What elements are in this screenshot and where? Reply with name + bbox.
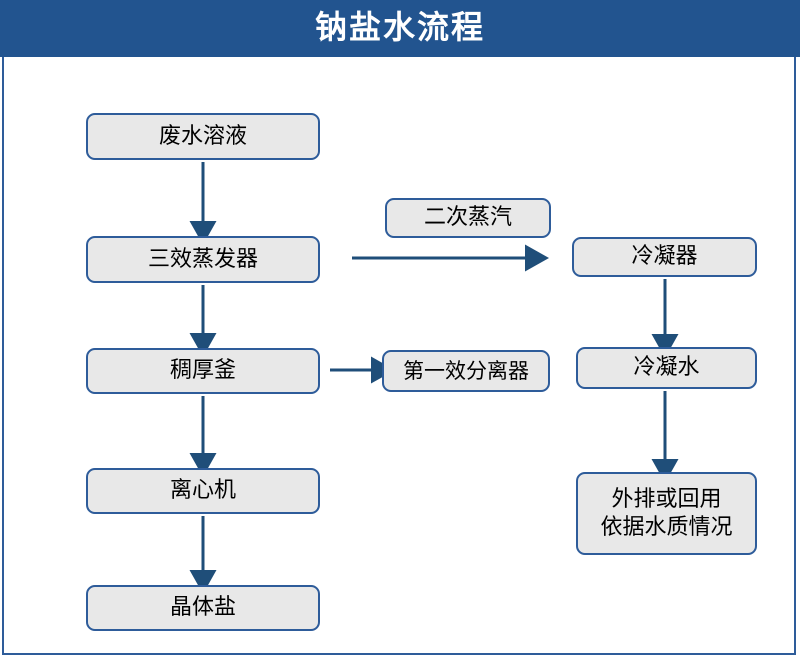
node-condensate-water[interactable]: 冷凝水 [576,347,757,389]
diagram-canvas: 废水溶液 三效蒸发器 稠厚釜 离心机 晶体盐 二次蒸汽 第一效分离器 冷凝器 冷… [2,57,796,655]
title-bar: 钠盐水流程 [0,0,800,57]
node-centrifuge[interactable]: 离心机 [86,468,320,514]
node-condenser[interactable]: 冷凝器 [572,237,757,277]
node-wastewater[interactable]: 废水溶液 [86,113,320,160]
node-secondary-steam[interactable]: 二次蒸汽 [385,198,551,238]
node-first-separator[interactable]: 第一效分离器 [382,350,550,392]
node-triple-evaporator[interactable]: 三效蒸发器 [86,236,320,283]
node-discharge-reuse[interactable]: 外排或回用 依据水质情况 [576,472,757,555]
node-thickener-kettle[interactable]: 稠厚釜 [86,348,320,394]
node-crystal-salt[interactable]: 晶体盐 [86,585,320,631]
page-title: 钠盐水流程 [314,8,485,46]
